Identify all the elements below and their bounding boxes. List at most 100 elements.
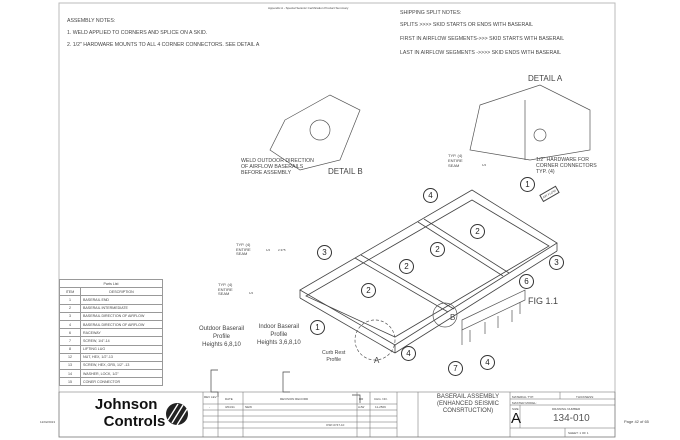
balloon: 1 xyxy=(310,320,325,335)
material-label: MATERIAL TYP: xyxy=(512,395,535,399)
date-cell: 3/04/11 xyxy=(225,405,235,409)
balloon: 4 xyxy=(480,355,495,370)
revision-record-header: REVISION RECORD xyxy=(280,397,309,401)
weld-size: 1/2 xyxy=(266,248,271,252)
balloon: 2 xyxy=(399,259,414,274)
description-cell: NUT, HEX, 1/2"-13 xyxy=(80,352,163,362)
item-cell: 1 xyxy=(59,295,81,305)
balloon: 4 xyxy=(401,346,416,361)
detail-views xyxy=(269,84,591,361)
detail-a-weld-size: 1/2 xyxy=(482,163,487,167)
assembly-note: 2. 1/2" HARDWARE MOUNTS TO ALL 4 CORNER … xyxy=(67,42,260,48)
item-cell: 8 xyxy=(59,344,81,354)
description-cell: SCREW, HEX, GR5, 1/2" -13 xyxy=(80,360,163,371)
appendix-header: Appendix A - Special Seismic Certificati… xyxy=(268,6,349,10)
detail-b-title: DETAIL B xyxy=(328,167,363,176)
weld-length: 2.375 xyxy=(278,248,286,252)
parts-list-title: Parts List xyxy=(59,278,163,289)
description-cell: RACEWAY xyxy=(80,328,163,338)
column-header: ITEM xyxy=(59,287,81,297)
item-cell: 14 xyxy=(59,369,81,379)
description-cell: WASHER, LOCK, 1/2" xyxy=(80,369,163,379)
balloon: 7 xyxy=(448,361,463,376)
drawing-number: 134-010 xyxy=(553,413,590,424)
company-logo-text: Johnson Controls xyxy=(94,396,166,430)
master-model-label: MASTER MODEL: xyxy=(512,401,537,405)
assembly-notes-title: ASSEMBLY NOTES: xyxy=(67,18,116,24)
item-cell: 12 xyxy=(59,352,81,362)
item-cell: 6 xyxy=(59,328,81,338)
sheet-number: SHEET: 1 OF 1 xyxy=(568,431,589,435)
balloon: 3 xyxy=(317,245,332,260)
shipping-note: LAST IN AIRFLOW SEGMENTS ->>>> SKID ENDS… xyxy=(400,50,562,56)
dr-header: DR xyxy=(359,397,364,401)
rev-header: REV LEV xyxy=(204,395,217,399)
size-label: SIZE xyxy=(512,407,519,411)
drawing-number-label: DRAWING NUMBER xyxy=(552,407,581,411)
item-cell: 7 xyxy=(59,336,81,346)
shipping-note: SPLITS >>>> SKID STARTS OR ENDS WITH BAS… xyxy=(400,22,533,28)
column-header: DESCRIPTION xyxy=(80,287,163,297)
jci-logo-icon xyxy=(166,403,188,426)
figure-title: FIG 1.1 xyxy=(528,296,559,306)
description-cell: BASERAIL INTERMEDIATE xyxy=(80,303,163,313)
description-cell: CONER CONNECTOR xyxy=(80,377,163,387)
item-cell: 13 xyxy=(59,360,81,371)
file-reference: OSP-0747-10 xyxy=(326,423,345,427)
thickness-label: THICKNESS: xyxy=(576,395,595,399)
revision-cell: NEW xyxy=(245,405,252,409)
title-block-lines xyxy=(58,391,616,438)
date-header: DATE xyxy=(225,397,233,401)
weld-size: 1/2 xyxy=(249,291,254,295)
chg-no-header: CHG. NO. xyxy=(374,397,388,401)
balloon: 3 xyxy=(549,255,564,270)
balloon: 2 xyxy=(430,242,445,257)
balloon: 1 xyxy=(520,177,535,192)
item-cell: 3 xyxy=(59,311,81,321)
item-cell: 4 xyxy=(59,319,81,330)
description-cell: BASERAIL DIRECTION OF AIRFLOW xyxy=(80,311,163,321)
item-cell: 2 xyxy=(59,303,81,313)
balloon: 2 xyxy=(361,283,376,298)
assembly-note: 1. WELD APPLIED TO CORNERS AND SPLICE ON… xyxy=(67,30,208,36)
description-cell: SCREW, 1/4"-14 xyxy=(80,336,163,346)
balloon: 6 xyxy=(519,274,534,289)
shipping-notes-title: SHIPPING SPLIT NOTES: xyxy=(400,10,462,16)
page-number: Page 42 of 65 xyxy=(624,419,649,424)
view-b-label: B xyxy=(450,313,456,322)
frame-assembly xyxy=(299,189,558,354)
item-cell: 15 xyxy=(59,377,81,387)
dr-cell: AJW xyxy=(358,405,365,409)
description-cell: BASERAIL END xyxy=(80,295,163,305)
chg-no-cell: 11-2509 xyxy=(375,405,386,409)
size-value: A xyxy=(511,410,522,427)
balloon: 2 xyxy=(470,224,485,239)
description-cell: BASERAIL DIRECTION OF AIRFLOW xyxy=(80,319,163,330)
view-a-label: A xyxy=(374,356,380,365)
raceway xyxy=(461,289,526,345)
shipping-note: FIRST IN AIRFLOW SEGMENTS->>> SKID START… xyxy=(400,36,565,42)
print-date: 12/02/2013 xyxy=(40,420,56,424)
